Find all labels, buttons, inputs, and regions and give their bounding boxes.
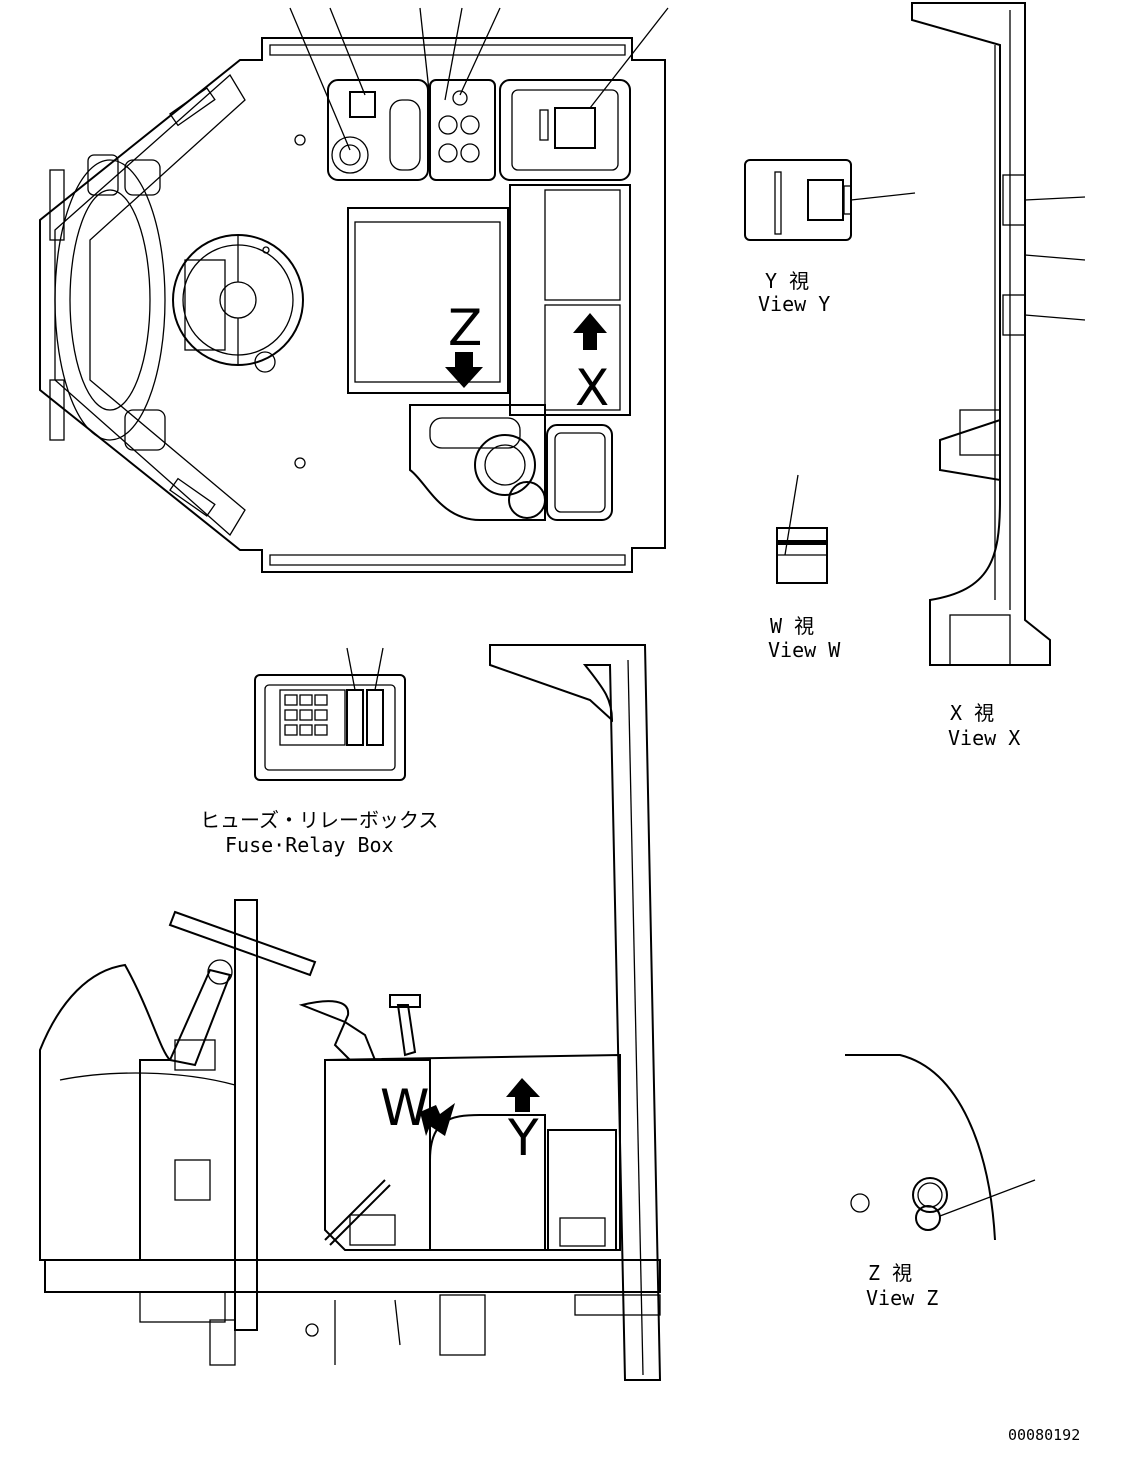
arrow-right-icon xyxy=(420,1103,455,1136)
marker-x: X xyxy=(575,359,609,417)
view-y: Y 視 View Y xyxy=(744,159,916,316)
fuse-relay-box: ヒューズ・リレーボックス Fuse·Relay Box xyxy=(200,647,438,857)
marker-z: Z xyxy=(448,299,482,357)
view-y-jp: Y 視 xyxy=(765,269,809,293)
view-z-en: View Z xyxy=(866,1286,938,1310)
view-x: X 視 View X xyxy=(911,2,1086,750)
view-w-en: View W xyxy=(768,638,841,662)
view-x-jp: X 視 xyxy=(950,701,994,725)
drawing-code: 00080192 xyxy=(1008,1426,1080,1444)
view-z: Z 視 View Z xyxy=(845,1054,1036,1310)
arrow-up-icon xyxy=(573,313,607,350)
view-y-en: View Y xyxy=(758,292,830,316)
fuse-box-jp: ヒューズ・リレーボックス xyxy=(200,808,438,832)
fuse-box-en: Fuse·Relay Box xyxy=(225,833,394,857)
view-x-en: View X xyxy=(948,726,1020,750)
marker-y: Y xyxy=(507,1109,539,1167)
arrow-up-icon xyxy=(506,1078,540,1112)
view-w-jp: W 視 xyxy=(770,614,814,638)
cab-side-view: W Y xyxy=(39,644,662,1381)
view-z-jp: Z 視 xyxy=(868,1261,912,1285)
view-w: W 視 View W xyxy=(768,474,841,662)
arrow-down-icon xyxy=(445,352,483,388)
cab-top-view: Z X xyxy=(39,7,669,573)
marker-w: W xyxy=(380,1079,429,1137)
